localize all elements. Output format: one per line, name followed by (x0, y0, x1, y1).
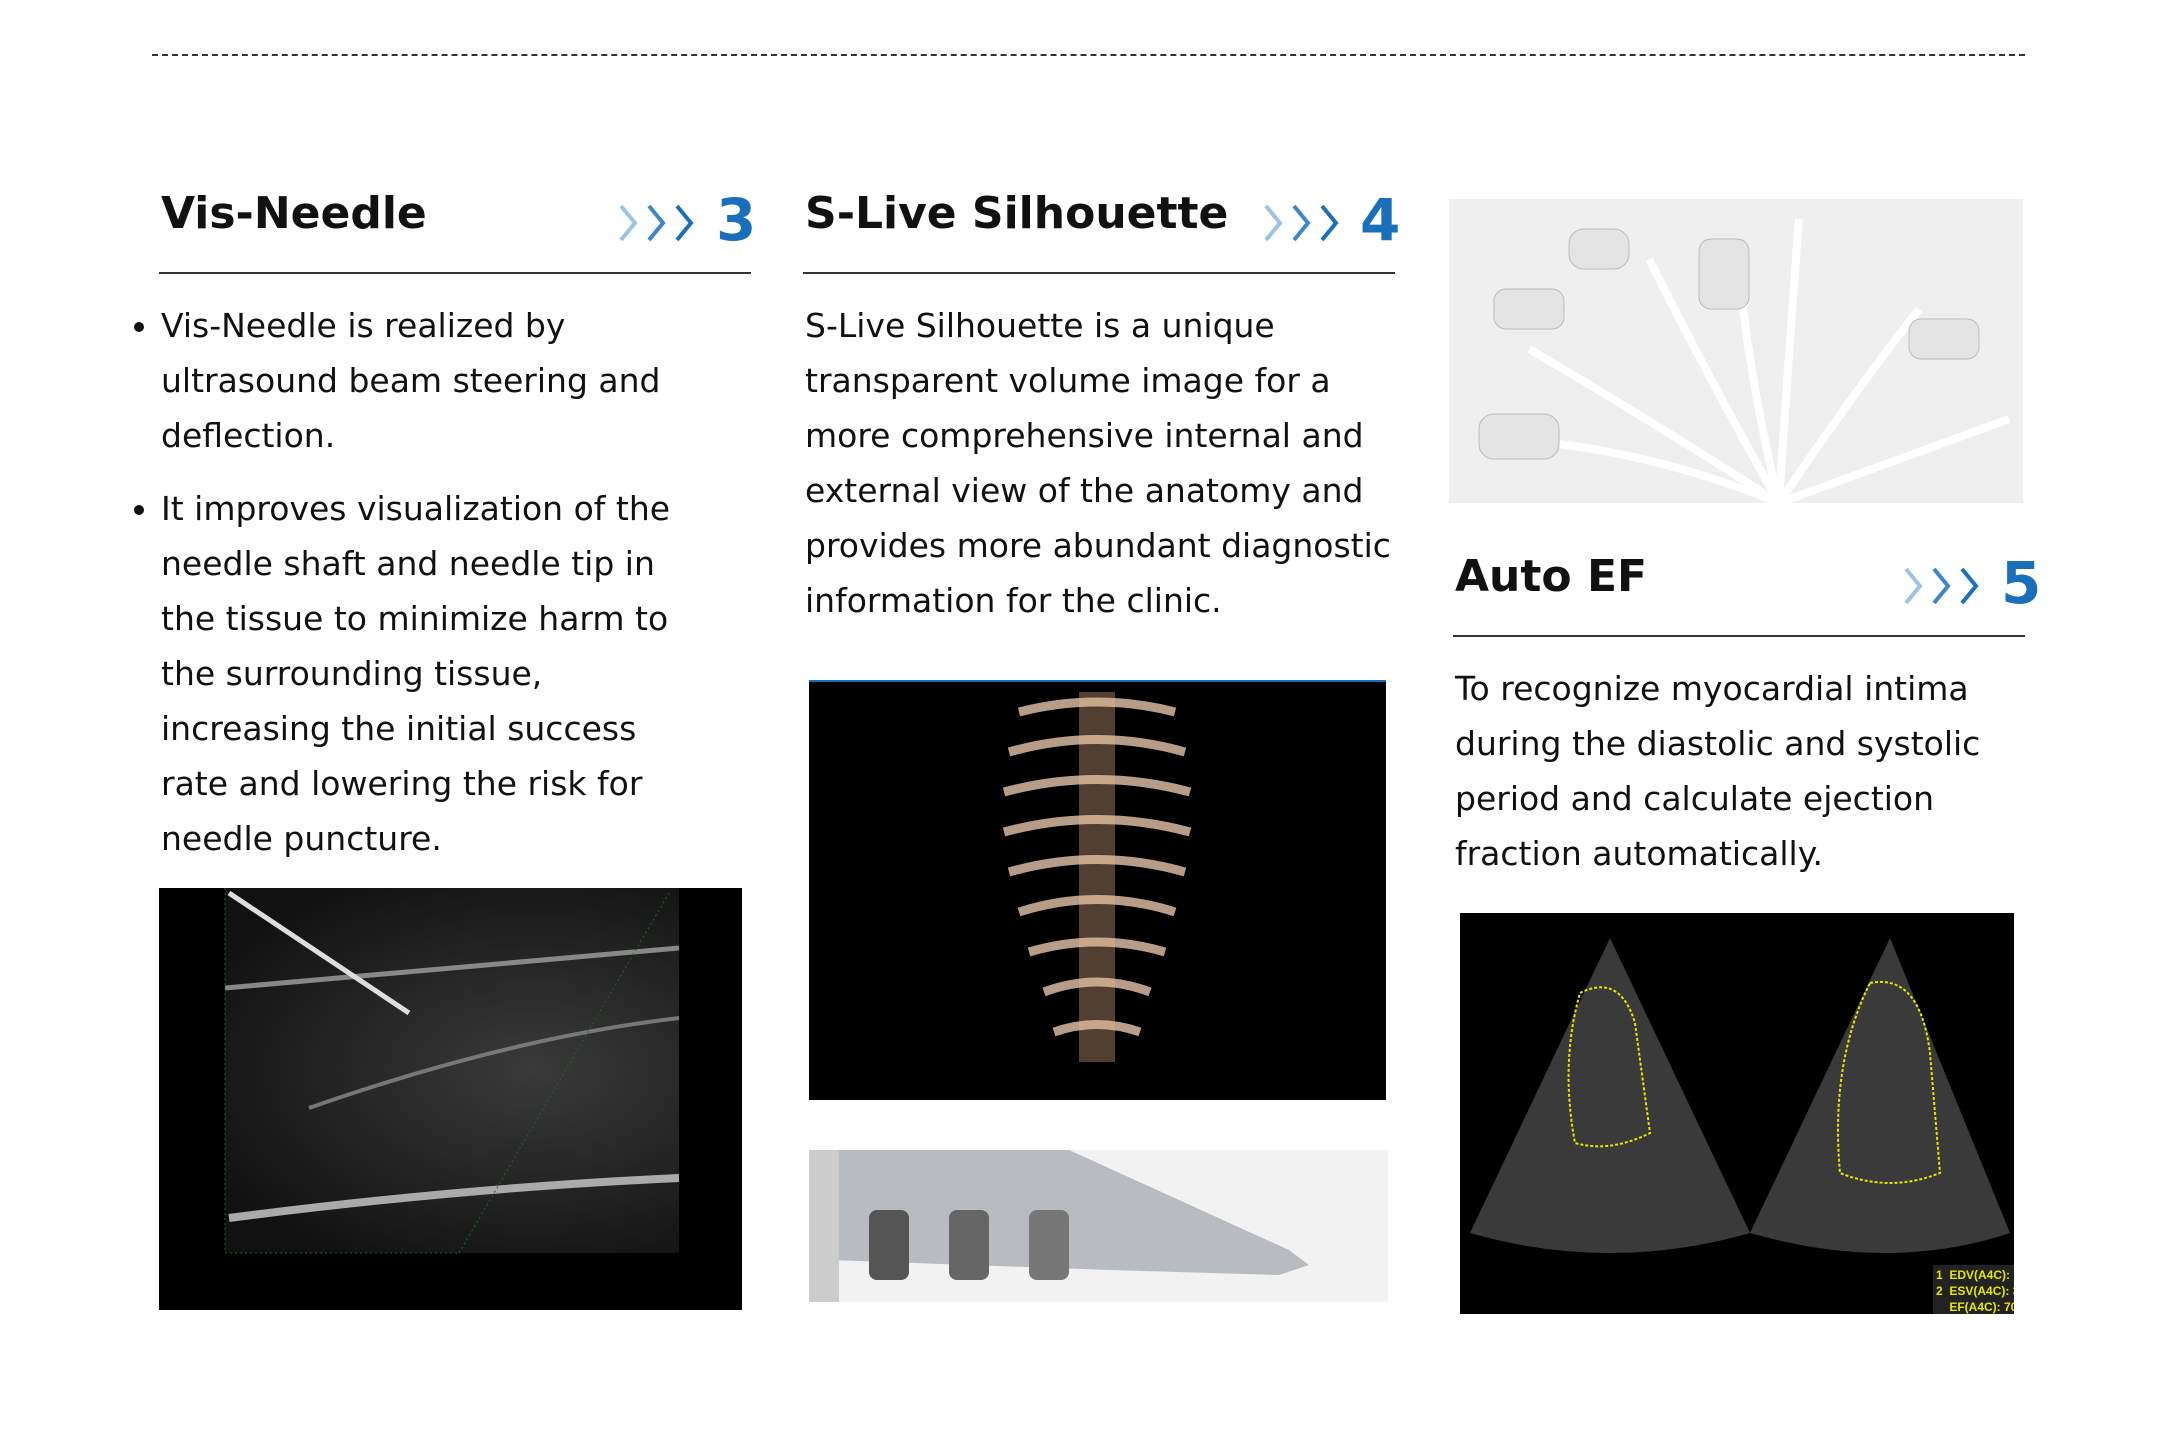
console-probe-holder-image (809, 1150, 1388, 1302)
esv-readout: 2 ESV(A4C): 3 (1936, 1284, 2014, 1298)
auto-ef-description: To recognize myocardial intima during th… (1455, 669, 1981, 873)
section-title-s-live-silhouette: S-Live Silhouette (805, 188, 1229, 239)
ef-value-readout: EF(A4C): 70. (1936, 1300, 2014, 1314)
bullet-item: It improves visualization of the needle … (161, 481, 711, 866)
dashed-divider (152, 54, 2025, 56)
section-title-vis-needle: Vis-Needle (161, 188, 427, 239)
vis-needle-ultrasound-image (159, 888, 742, 1310)
s-live-description: S-Live Silhouette is a unique transparen… (805, 306, 1391, 620)
edv-readout: 1 EDV(A4C): 1 (1936, 1268, 2014, 1282)
section-number: 3 (716, 186, 757, 254)
section-rule (1453, 635, 2025, 637)
probes-image (1449, 199, 2023, 503)
section-number: 4 (1360, 186, 1401, 254)
chevrons-icon (617, 200, 699, 246)
section-rule (803, 272, 1395, 274)
vis-needle-bullets: Vis-Needle is realized by ultrasound bea… (131, 298, 711, 884)
spine-volume-image (809, 680, 1386, 1100)
auto-ef-echo-image: 1 EDV(A4C): 1 2 ESV(A4C): 3 EF(A4C): 70. (1460, 913, 2014, 1314)
section-title-auto-ef: Auto EF (1455, 551, 1648, 602)
chevrons-icon (1902, 563, 1984, 609)
section-rule (159, 272, 751, 274)
section-number: 5 (2001, 549, 2042, 617)
ef-readout: 1 EDV(A4C): 1 2 ESV(A4C): 3 EF(A4C): 70. (1936, 1267, 2014, 1314)
bullet-item: Vis-Needle is realized by ultrasound bea… (161, 298, 711, 463)
chevrons-icon (1262, 200, 1344, 246)
